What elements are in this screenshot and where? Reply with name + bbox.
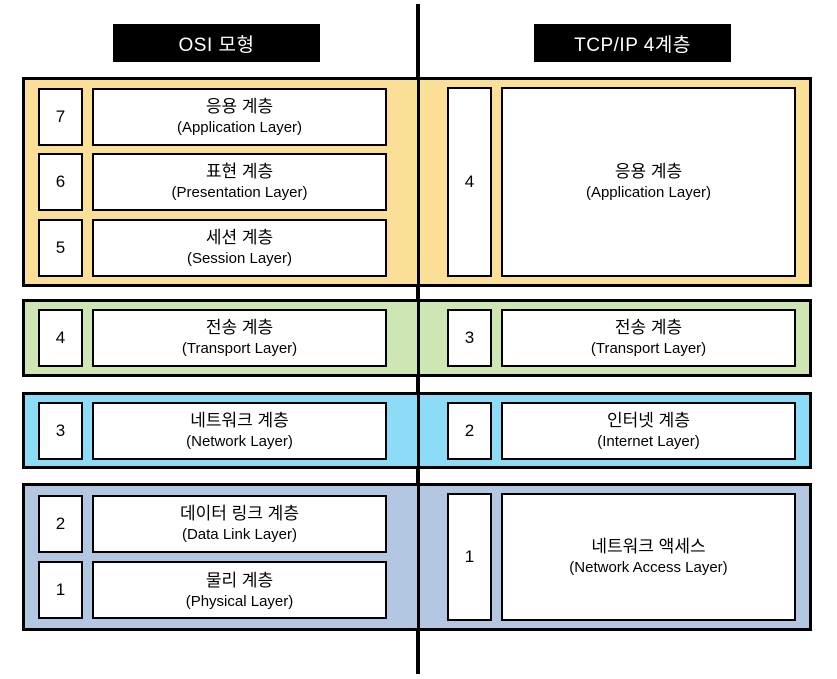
- layer-name-english: (Network Access Layer): [569, 559, 728, 577]
- layer-name-english: (Transport Layer): [181, 340, 298, 358]
- osi-layer-row-3: 3 네트워크 계층 (Network Layer): [38, 401, 387, 460]
- layer-number-box: 4: [38, 309, 83, 367]
- layer-name-english: (Network Layer): [186, 432, 293, 450]
- tcpip-network-access-band: 1 네트워크 액세스 (Network Access Layer): [420, 483, 812, 631]
- layer-number-box: 4: [447, 87, 492, 277]
- osi-layer-row-1: 1 물리 계층 (Physical Layer): [38, 561, 387, 620]
- layer-name-english: (Data Link Layer): [181, 525, 298, 543]
- layer-number-box: 1: [38, 561, 83, 620]
- layer-name-korean: 표현 계층: [205, 162, 274, 182]
- layer-name-english: (Transport Layer): [590, 340, 707, 358]
- layer-label-box: 물리 계층 (Physical Layer): [92, 561, 387, 620]
- tcpip-layer-row-4: 4 응용 계층 (Application Layer): [447, 87, 796, 277]
- layer-name-english: (Internet Layer): [597, 432, 700, 450]
- tcpip-layer-row-2: 2 인터넷 계층 (Internet Layer): [447, 401, 796, 460]
- layer-name-english: (Application Layer): [176, 118, 303, 136]
- tcpip-layer-row-3: 3 전송 계층 (Transport Layer): [447, 309, 796, 367]
- layer-number-box: 3: [38, 401, 83, 460]
- layer-name-korean: 물리 계층: [205, 570, 274, 590]
- layer-label-box: 데이터 링크 계층 (Data Link Layer): [92, 494, 387, 553]
- layer-name-korean: 응용 계층: [205, 96, 274, 116]
- osi-network-band: 3 네트워크 계층 (Network Layer): [22, 392, 417, 469]
- tcpip-transport-band: 3 전송 계층 (Transport Layer): [420, 299, 812, 377]
- layer-name-korean: 전송 계층: [205, 318, 274, 338]
- layer-label-box: 전송 계층 (Transport Layer): [501, 309, 796, 367]
- tcpip-model-header: TCP/IP 4계층: [534, 24, 731, 62]
- layer-name-korean: 네트워크 계층: [190, 410, 289, 430]
- layer-name-korean: 전송 계층: [614, 318, 683, 338]
- osi-layer-row-5: 5 세션 계층 (Session Layer): [38, 218, 387, 277]
- osi-layer-row-4: 4 전송 계층 (Transport Layer): [38, 309, 387, 367]
- tcpip-layer-row-1: 1 네트워크 액세스 (Network Access Layer): [447, 493, 796, 621]
- layer-name-korean: 세션 계층: [205, 227, 274, 247]
- layer-number-box: 5: [38, 218, 83, 277]
- layer-label-box: 네트워크 액세스 (Network Access Layer): [501, 493, 796, 621]
- layer-name-korean: 데이터 링크 계층: [180, 503, 299, 523]
- osi-layer-row-2: 2 데이터 링크 계층 (Data Link Layer): [38, 494, 387, 553]
- layer-label-box: 응용 계층 (Application Layer): [92, 87, 387, 146]
- tcpip-application-band: 4 응용 계층 (Application Layer): [420, 77, 812, 287]
- layer-name-korean: 인터넷 계층: [607, 410, 690, 430]
- layer-label-box: 네트워크 계층 (Network Layer): [92, 401, 387, 460]
- layer-number-box: 2: [38, 494, 83, 553]
- layer-number-box: 1: [447, 493, 492, 621]
- layer-name-korean: 네트워크 액세스: [591, 537, 706, 557]
- layer-label-box: 응용 계층 (Application Layer): [501, 87, 796, 277]
- layer-number-box: 7: [38, 87, 83, 146]
- osi-datalink-physical-band: 2 데이터 링크 계층 (Data Link Layer) 1 물리 계층 (P…: [22, 483, 417, 631]
- osi-transport-band: 4 전송 계층 (Transport Layer): [22, 299, 417, 377]
- osi-application-band: 7 응용 계층 (Application Layer) 6 표현 계층 (Pre…: [22, 77, 417, 287]
- layer-name-english: (Presentation Layer): [171, 184, 308, 202]
- layer-name-english: (Session Layer): [186, 249, 293, 267]
- osi-layer-row-7: 7 응용 계층 (Application Layer): [38, 87, 387, 146]
- layer-name-english: (Application Layer): [585, 184, 712, 202]
- layer-label-box: 세션 계층 (Session Layer): [92, 218, 387, 277]
- center-divider-line: [416, 4, 420, 674]
- layer-number-box: 2: [447, 401, 492, 460]
- layer-name-korean: 응용 계층: [614, 162, 683, 182]
- layer-label-box: 전송 계층 (Transport Layer): [92, 309, 387, 367]
- layer-number-box: 6: [38, 153, 83, 211]
- layer-label-box: 인터넷 계층 (Internet Layer): [501, 401, 796, 460]
- osi-model-header: OSI 모형: [113, 24, 320, 62]
- osi-layer-row-6: 6 표현 계층 (Presentation Layer): [38, 153, 387, 211]
- layer-label-box: 표현 계층 (Presentation Layer): [92, 153, 387, 211]
- tcpip-internet-band: 2 인터넷 계층 (Internet Layer): [420, 392, 812, 469]
- layer-name-english: (Physical Layer): [185, 592, 294, 610]
- layer-number-box: 3: [447, 309, 492, 367]
